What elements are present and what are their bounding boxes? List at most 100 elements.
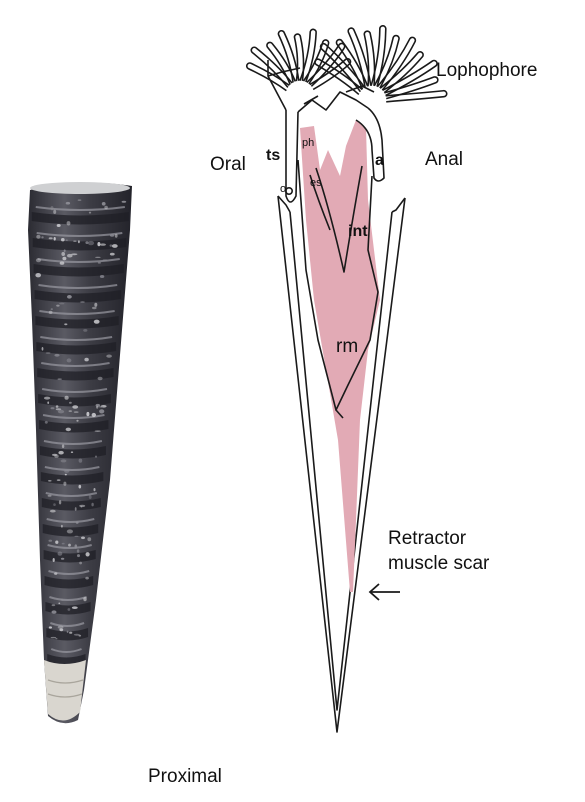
speckle [48, 237, 53, 240]
speckle [97, 242, 101, 247]
speckle [81, 536, 85, 540]
speckle [57, 551, 63, 556]
growth-ring-highlight [40, 336, 113, 341]
tentacle [379, 51, 424, 94]
intestine [315, 165, 363, 273]
speckle [51, 453, 58, 456]
growth-ring [36, 342, 117, 355]
inner-shell [289, 211, 393, 711]
speckle [61, 542, 65, 545]
tentacle [384, 76, 439, 100]
speckle [66, 221, 71, 226]
label-lophophore: Lophophore [436, 60, 537, 81]
speckle [58, 500, 62, 505]
speckle [87, 537, 92, 542]
speckle [77, 554, 80, 558]
speckle [60, 459, 67, 463]
growth-ring [33, 264, 124, 277]
growth-ring [37, 368, 114, 381]
speckle [97, 376, 103, 381]
growth-ring-highlight [37, 258, 120, 263]
speckle [50, 407, 55, 410]
speckle [59, 628, 64, 632]
growth-ring-highlight [42, 414, 105, 419]
speckle [67, 253, 73, 258]
speckle [95, 455, 97, 458]
growth-ring [34, 290, 122, 303]
speckle [41, 236, 44, 239]
label-anal: Anal [425, 149, 463, 170]
speckle [79, 504, 86, 508]
speckle [63, 249, 66, 252]
label-oral: Oral [210, 154, 246, 175]
speckle [94, 430, 101, 432]
label-int: int [348, 223, 368, 240]
growth-ring-highlight [38, 284, 118, 289]
tentacle [373, 34, 400, 89]
retractor-muscle [300, 120, 380, 592]
growth-ring-highlight [35, 206, 125, 211]
speckle [78, 458, 83, 463]
growth-ring [41, 498, 101, 511]
speckle [52, 558, 55, 562]
tentacle [277, 29, 300, 83]
speckle [67, 608, 71, 611]
speckle [85, 552, 90, 557]
speckle [53, 209, 57, 214]
speckle [93, 488, 96, 492]
speckle [73, 240, 77, 242]
speckle [44, 396, 51, 400]
label-ts: ts [266, 147, 280, 164]
growth-ring-highlight [36, 232, 123, 237]
speckle [101, 202, 106, 206]
speckle [57, 625, 64, 629]
growth-ring-highlight [45, 492, 98, 497]
speckle [53, 503, 56, 506]
speckle [121, 200, 127, 203]
speckle [41, 347, 44, 351]
outer-shell-right-lip [391, 197, 406, 213]
speckle [96, 405, 99, 409]
label-a: a [375, 152, 384, 169]
speckle [66, 358, 72, 363]
speckle [61, 444, 65, 449]
polypide-body [297, 159, 379, 411]
speckle [55, 540, 59, 544]
lophophore-tentacles [246, 25, 448, 103]
speckle [61, 238, 65, 242]
speckle [83, 597, 87, 602]
label-retractor-line1: Retractor [388, 528, 467, 549]
growth-ring-highlight [46, 518, 95, 523]
speckle [53, 237, 56, 241]
speckle [91, 502, 94, 507]
tentacle-sheath [285, 110, 299, 203]
tentacle [363, 30, 376, 87]
speckle [93, 319, 100, 324]
fossil-texture [35, 199, 127, 640]
tentacle [385, 89, 448, 103]
tentacle [376, 36, 417, 91]
speckle [57, 378, 62, 380]
speckle [47, 494, 52, 497]
speckle [50, 636, 57, 639]
speckle [74, 544, 78, 549]
speckle [85, 241, 89, 245]
speckle [95, 256, 101, 258]
speckle [104, 205, 108, 210]
speckle [102, 259, 108, 261]
growth-ring-highlight [41, 362, 110, 367]
speckle [75, 521, 79, 524]
speckle [54, 572, 58, 575]
label-ph: ph [302, 137, 314, 149]
label-o: o [280, 183, 286, 195]
growth-ring [32, 238, 127, 251]
speckle [36, 234, 41, 239]
speckle [79, 561, 82, 565]
tentacle [299, 28, 317, 83]
growth-ring [39, 420, 109, 433]
speckle [61, 252, 65, 256]
speckle [60, 598, 64, 601]
speckle [55, 405, 59, 408]
speckle [48, 310, 53, 314]
